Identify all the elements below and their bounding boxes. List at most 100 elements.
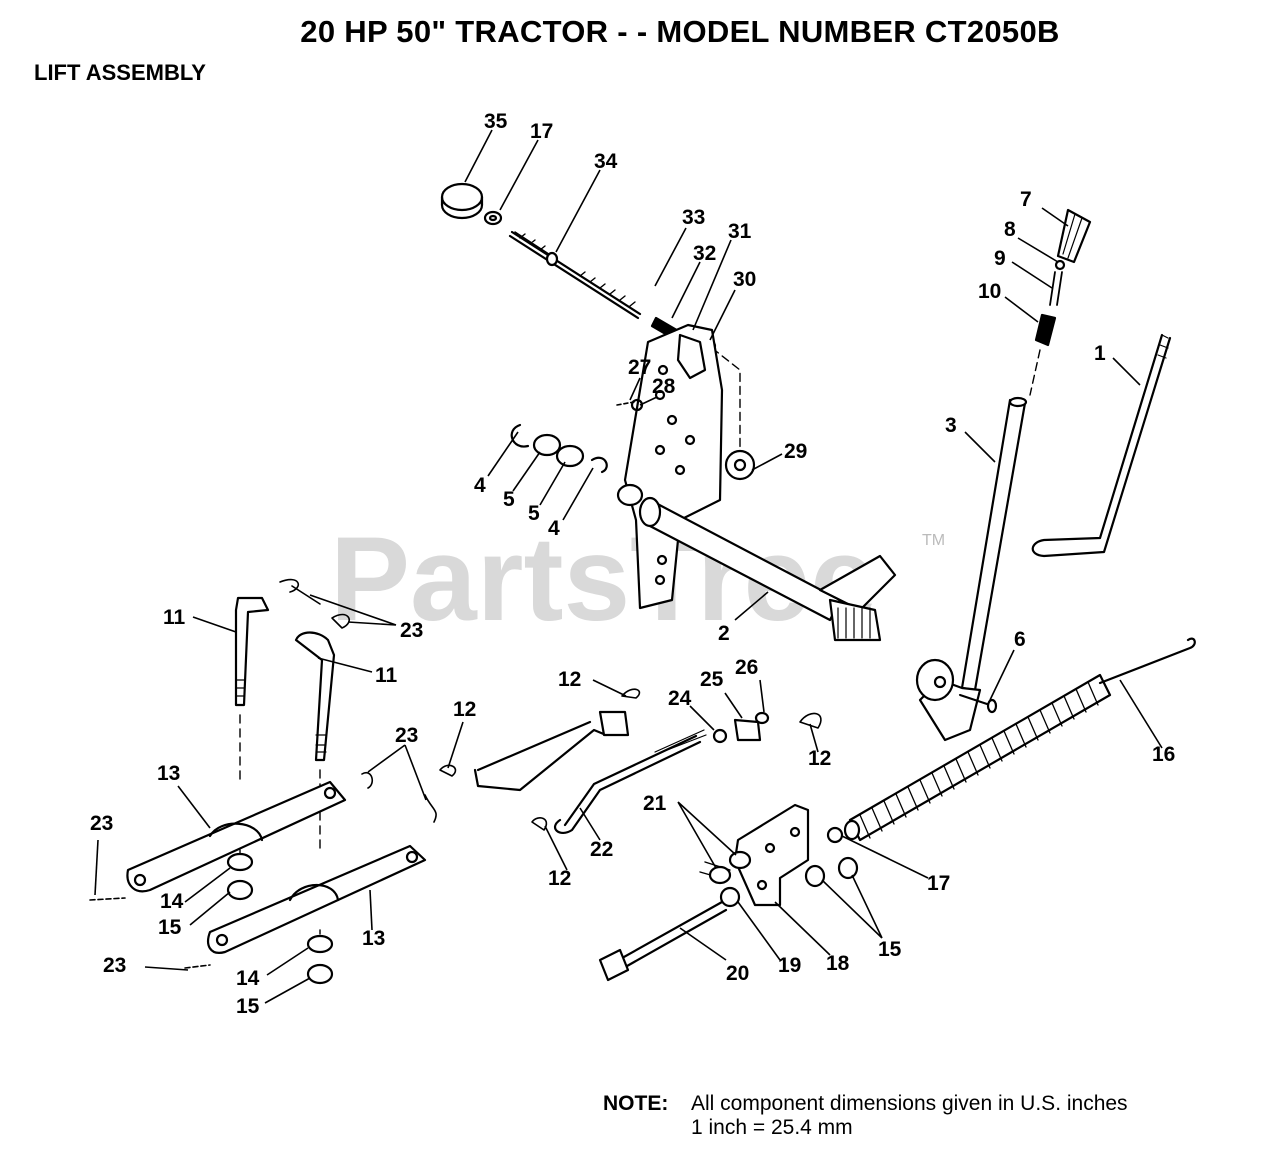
part-15-nut-a xyxy=(804,864,826,888)
callout-5: 5 xyxy=(503,488,515,511)
callout-21: 21 xyxy=(643,792,667,815)
part-7-grip xyxy=(1056,208,1092,264)
callout-labels: 35 17 34 33 32 31 30 27 28 29 4 5 5 4 2 … xyxy=(90,110,1175,1018)
callout-1: 1 xyxy=(1094,342,1106,365)
callout-15: 15 xyxy=(158,916,182,939)
callout-17: 17 xyxy=(530,120,553,143)
callout-7: 7 xyxy=(1020,188,1032,211)
part-26-nut xyxy=(754,711,770,725)
part-13-lift-arm-a xyxy=(126,780,347,893)
note-line-2: 1 inch = 25.4 mm xyxy=(691,1116,853,1139)
part-23-pin-a xyxy=(279,578,321,605)
callout-25: 25 xyxy=(700,668,724,691)
note-label: NOTE: xyxy=(603,1092,669,1115)
part-9-pin xyxy=(1049,271,1063,306)
callout-4: 4 xyxy=(474,474,486,497)
callout-12: 12 xyxy=(558,668,581,691)
part-23-pin-e xyxy=(184,964,211,969)
part-19-washer xyxy=(719,886,741,908)
part-3-lift-handle xyxy=(915,396,1028,742)
callout-22: 22 xyxy=(590,838,613,861)
part-12-pin-c xyxy=(531,817,548,831)
part-21-bolts xyxy=(699,850,752,885)
callout-10: 10 xyxy=(978,280,1001,303)
part-11-lift-link-a xyxy=(234,596,270,786)
part-23-pin-b xyxy=(331,613,350,629)
dash-line-14 xyxy=(239,849,321,939)
diagram-title: 20 HP 50" TRACTOR - - MODEL NUMBER CT205… xyxy=(0,14,1280,50)
part-11-lift-link-b xyxy=(294,631,336,851)
part-28-clip xyxy=(630,398,644,412)
callout-31: 31 xyxy=(728,220,752,243)
part-15-nut-b xyxy=(837,856,859,880)
lift-link-rod xyxy=(473,710,630,792)
part-4-5-rings xyxy=(510,423,608,474)
part-10-spring xyxy=(1034,313,1057,347)
callout-13: 13 xyxy=(362,927,385,950)
callout-28: 28 xyxy=(652,375,676,398)
callout-23: 23 xyxy=(395,724,418,747)
callout-23: 23 xyxy=(103,954,126,977)
part-27-pin xyxy=(616,401,635,406)
callout-16: 16 xyxy=(1152,743,1175,766)
part-16-spring xyxy=(843,637,1196,842)
part-15-nut-c xyxy=(226,879,254,901)
part-15-nut-d xyxy=(306,963,334,985)
part-20-bolt xyxy=(598,900,728,982)
part-1-rod xyxy=(1031,333,1172,558)
callout-17: 17 xyxy=(927,872,950,895)
dash-line-30 xyxy=(711,347,741,456)
callout-3: 3 xyxy=(945,414,957,437)
callout-29: 29 xyxy=(784,440,807,463)
note-text: All component dimensions given in U.S. i… xyxy=(691,1092,1128,1140)
callout-11: 11 xyxy=(163,606,186,629)
callout-8: 8 xyxy=(1004,218,1016,241)
part-25-trunnion xyxy=(733,718,762,742)
callout-15: 15 xyxy=(878,938,902,961)
callout-24: 24 xyxy=(668,687,692,710)
callout-12: 12 xyxy=(548,867,571,890)
callout-5: 5 xyxy=(528,502,540,525)
part-24-nut xyxy=(712,728,728,744)
part-12-pin-b xyxy=(439,764,457,777)
callout-2: 2 xyxy=(718,622,730,645)
part-17-washer-lower xyxy=(826,826,844,844)
callout-33: 33 xyxy=(682,206,705,229)
part-8-ball xyxy=(1054,259,1066,271)
callout-6: 6 xyxy=(1014,628,1026,651)
callout-18: 18 xyxy=(826,952,850,975)
callout-14: 14 xyxy=(236,967,260,990)
part-14-washer-a xyxy=(226,852,254,872)
part-12-pin-a xyxy=(621,688,641,699)
watermark-tm: TM xyxy=(922,532,945,549)
callout-20: 20 xyxy=(726,962,749,985)
callout-32: 32 xyxy=(693,242,716,265)
callout-23: 23 xyxy=(400,619,423,642)
part-13-lift-arm-b xyxy=(207,844,427,954)
parts-drawing xyxy=(89,182,1196,985)
callout-27: 27 xyxy=(628,356,651,379)
part-12-pin-d xyxy=(799,712,822,729)
part-22-rod xyxy=(554,729,707,835)
part-6-bolt-head xyxy=(986,698,998,714)
diagram-title-text: 20 HP 50" TRACTOR - - MODEL NUMBER CT205… xyxy=(300,14,1060,49)
part-2-rockshaft xyxy=(616,323,897,642)
callout-9: 9 xyxy=(994,247,1006,270)
callout-19: 19 xyxy=(778,954,801,977)
callout-11: 11 xyxy=(375,664,398,687)
callout-34: 34 xyxy=(594,150,618,173)
callout-26: 26 xyxy=(735,656,758,679)
callout-12: 12 xyxy=(453,698,476,721)
part-35-knob xyxy=(440,182,484,220)
callout-30: 30 xyxy=(733,268,756,291)
part-14-washer-b xyxy=(306,934,334,954)
dimension-note: NOTE: All component dimensions given in U… xyxy=(603,1092,1128,1140)
callout-12: 12 xyxy=(808,747,831,770)
diagram-subtitle: LIFT ASSEMBLY xyxy=(34,60,206,85)
callout-23: 23 xyxy=(90,812,113,835)
callout-35: 35 xyxy=(484,110,508,133)
callout-13: 13 xyxy=(157,762,180,785)
part-17-washer xyxy=(483,210,503,226)
callout-15: 15 xyxy=(236,995,260,1018)
